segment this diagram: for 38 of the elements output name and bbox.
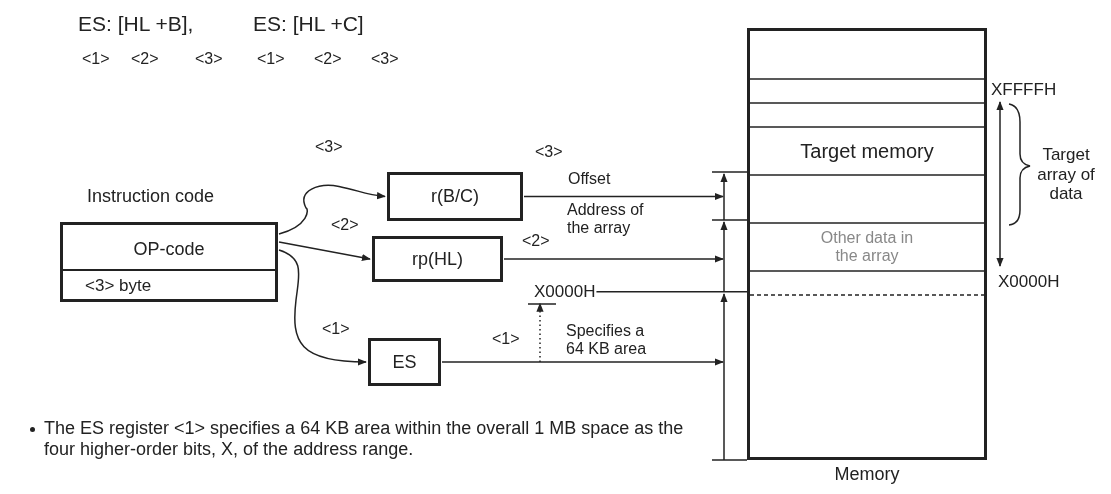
callout-number: <2>	[314, 50, 342, 69]
arrow	[278, 184, 386, 235]
register-box: ES	[368, 338, 441, 386]
memory-caption: Memory	[833, 464, 901, 485]
field-label: OP-code	[132, 239, 206, 260]
callout-number: <3>	[195, 50, 223, 69]
register-box: rp(HL)	[372, 236, 503, 282]
dotted-arrow	[536, 302, 544, 363]
note-text: The ES register <1> specifies a 64 KB area within the overall 1 MB space as the four higher-order bits, X, of the address range.	[44, 418, 684, 460]
callout-number: <2>	[331, 216, 359, 235]
arrow	[278, 249, 367, 366]
arrow	[278, 241, 371, 262]
brace-label: Target array of data	[1036, 145, 1096, 204]
memory-region: Other data in the array	[750, 223, 984, 271]
register-box: r(B/C)	[387, 172, 523, 221]
box-heading: Instruction code	[87, 186, 215, 207]
addressing-syntax: ES: [HL +B],	[78, 12, 194, 37]
edge-label: Address of the array	[567, 201, 645, 238]
callout-number: <1>	[322, 320, 350, 339]
address-label: X0000H	[534, 282, 596, 302]
callout-number: <3>	[371, 50, 399, 69]
callout-number: <2>	[131, 50, 159, 69]
arrow	[441, 358, 724, 366]
edge-label: Specifies a 64 KB area	[566, 322, 648, 359]
callout-number: <1>	[82, 50, 110, 69]
edge-label: Offset	[568, 170, 611, 189]
arrow	[523, 192, 724, 201]
field-label: <3> byte	[85, 276, 152, 296]
arrow	[503, 255, 724, 263]
memory-region: Target memory	[750, 127, 984, 175]
callout-number: <3>	[535, 143, 563, 162]
callout-number: <1>	[257, 50, 285, 69]
callout-number: <3>	[315, 138, 343, 157]
callout-number: <1>	[492, 330, 520, 349]
address-label: X0000H	[998, 272, 1060, 292]
callout-number: <2>	[522, 232, 550, 251]
address-label: XFFFFH	[991, 80, 1057, 100]
addressing-syntax: ES: [HL +C]	[253, 12, 364, 37]
